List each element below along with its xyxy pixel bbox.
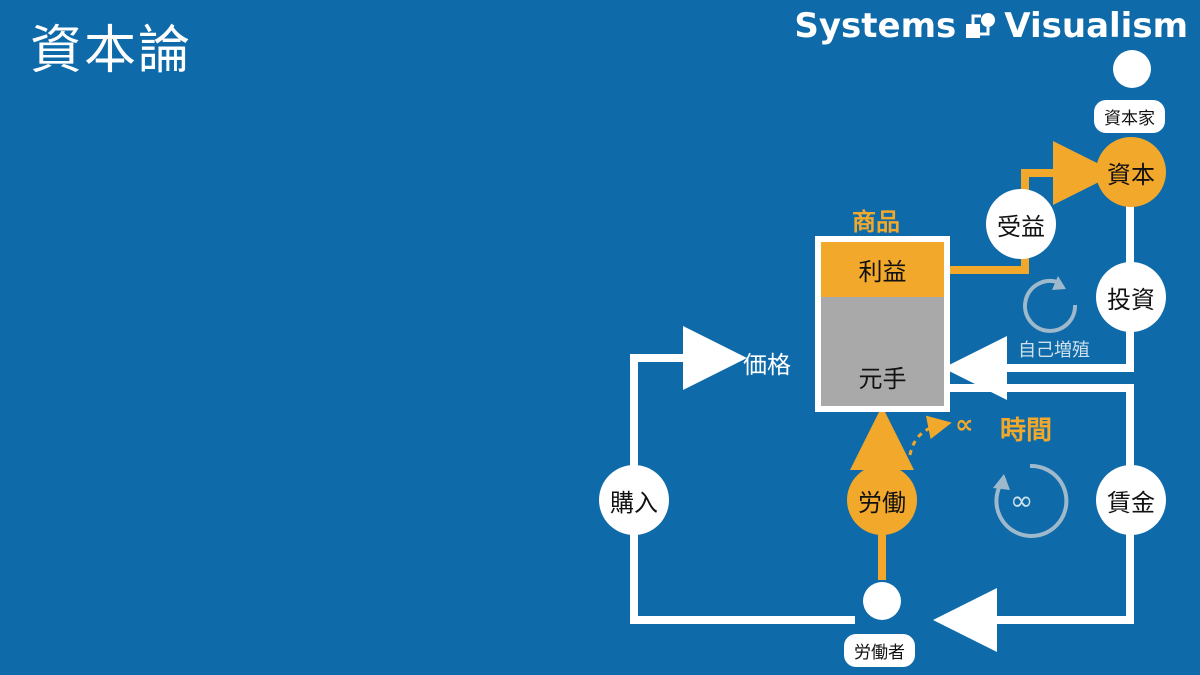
goods-title: 商品 [852, 208, 900, 236]
time-symbol: ∝ [955, 410, 974, 440]
self-growth-cycle-icon [1023, 278, 1078, 333]
brand-right-text: Visualism [1004, 6, 1188, 46]
investment-node: 投資 [1096, 262, 1166, 332]
benefit-node: 受益 [986, 189, 1056, 259]
principal-section: 元手 [821, 297, 944, 406]
worker-label: 労働者 [844, 634, 915, 667]
labor-node: 労働 [847, 465, 917, 535]
capital-node: 資本 [1096, 137, 1166, 207]
purchase-node: 購入 [599, 465, 669, 535]
profit-section: 利益 [821, 242, 944, 297]
self-growth-label: 自己増殖 [1018, 340, 1090, 361]
goods-box: 利益 元手 [815, 236, 950, 412]
brand-logo-text: Systems Visualism [794, 6, 1188, 46]
infinity-symbol: ∞ [1010, 484, 1034, 517]
investment-to-goods-line [943, 195, 1134, 400]
brand-mark-icon [964, 10, 996, 42]
infinity-cycle-icon [994, 463, 1069, 538]
time-label: 時間 [1000, 416, 1053, 446]
wages-node: 賃金 [1096, 465, 1166, 535]
page-title: 資本論 [30, 21, 193, 81]
brand-left-text: Systems [794, 6, 957, 46]
price-label: 価格 [743, 351, 791, 379]
worker-head-icon [863, 582, 901, 620]
capitalist-label: 資本家 [1094, 100, 1165, 133]
labor-to-time-dashed [908, 415, 952, 456]
capitalist-head-icon [1113, 50, 1151, 88]
